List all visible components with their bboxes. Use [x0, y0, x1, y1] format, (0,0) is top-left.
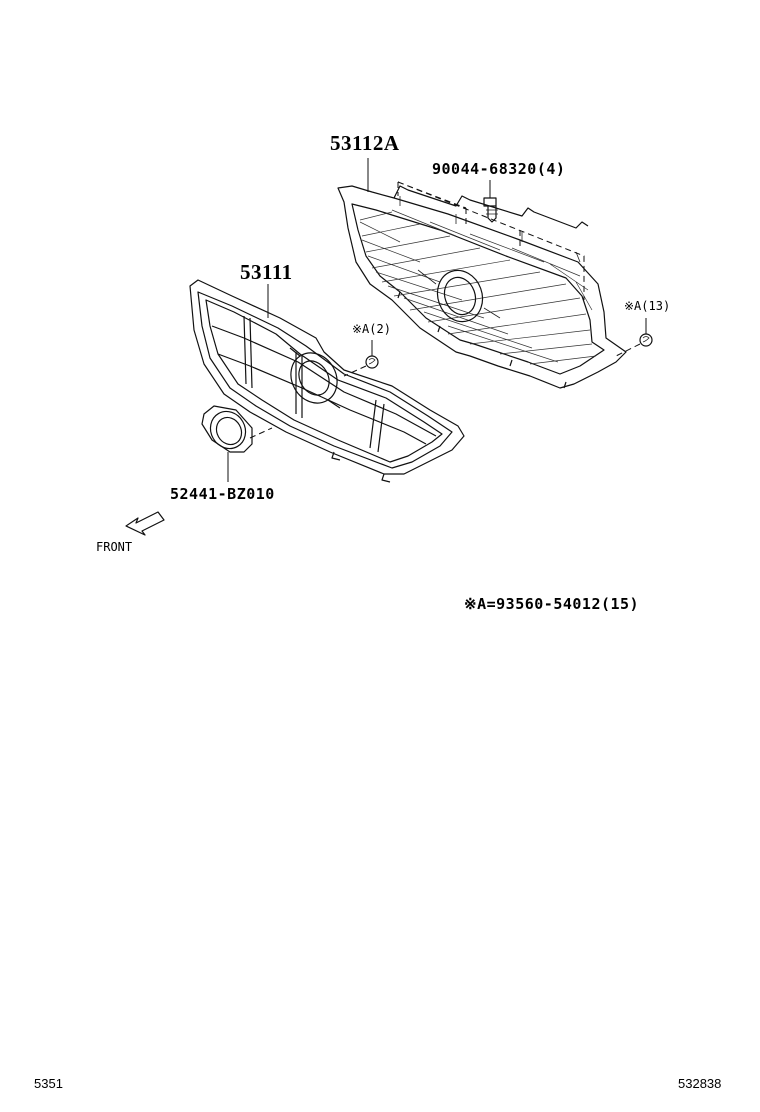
label-lower-grille: 53111 — [240, 260, 293, 284]
clip-upper-drawing — [615, 318, 653, 357]
bolt-drawing — [483, 180, 498, 223]
label-clip-upper: ※A(13) — [624, 299, 671, 313]
clip-lower-drawing — [343, 340, 379, 377]
label-emblem-ring: 52441-BZ010 — [170, 485, 275, 503]
label-upper-grille: 53112A — [330, 131, 400, 155]
emblem-ring-drawing — [201, 405, 273, 482]
footer-left-code: 5351 — [34, 1076, 63, 1091]
lower-grille-drawing — [189, 279, 465, 483]
label-bolt: 90044-68320(4) — [432, 160, 566, 178]
footer-right-code: 532838 — [678, 1076, 722, 1091]
upper-grille-drawing — [337, 185, 627, 389]
note-clip-a: ※A=93560-54012(15) — [464, 595, 640, 613]
label-clip-lower: ※A(2) — [352, 322, 391, 336]
label-front: FRONT — [96, 540, 133, 554]
front-arrow-icon — [125, 511, 165, 536]
